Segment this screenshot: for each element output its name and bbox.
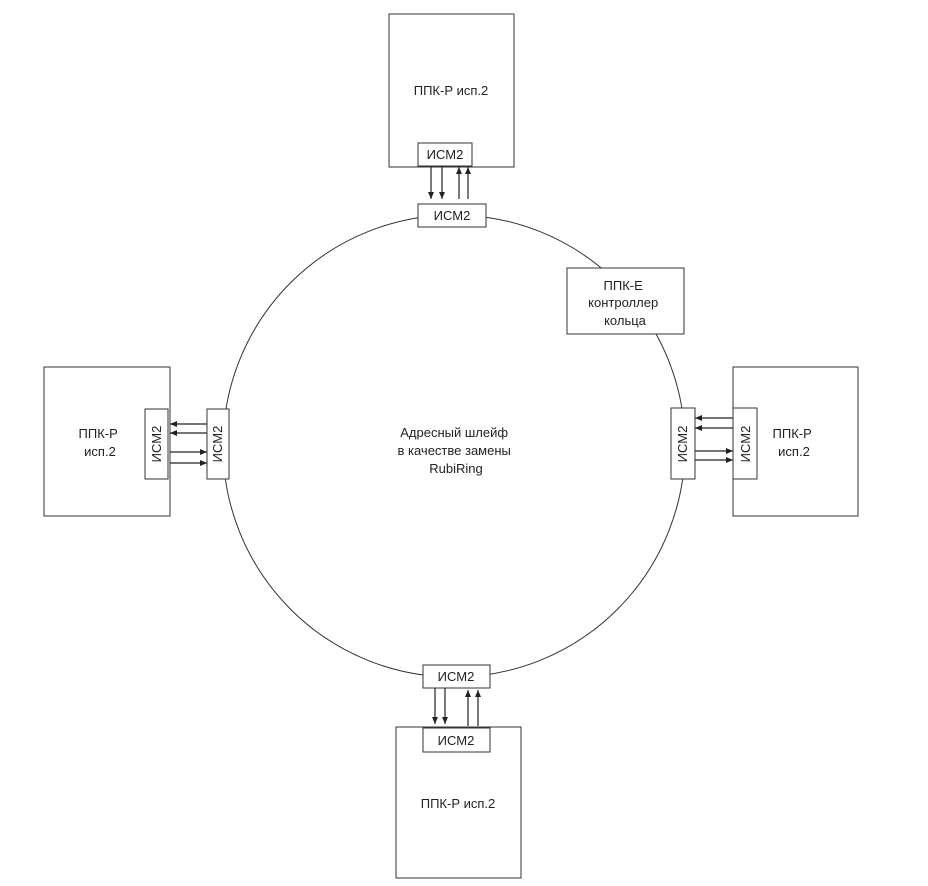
device-module-left	[144, 408, 169, 480]
label-line: ППК-Р исп.2	[414, 83, 489, 98]
label-line: ППК-Р	[79, 426, 118, 441]
device-module-label-bottom: ИСМ2	[438, 733, 475, 748]
device-module-label-right: ИСМ2	[738, 426, 753, 463]
ring-label: Адресный шлейф в качестве замены RubiRin…	[397, 425, 514, 476]
ring-module-bottom	[422, 664, 491, 689]
device-label-bottom: ППК-Р исп.2	[421, 796, 496, 811]
ring-module-label-bottom: ИСМ2	[438, 669, 475, 684]
ring-module-label-left: ИСМ2	[210, 426, 225, 463]
device-label-top: ППК-Р исп.2	[414, 83, 489, 98]
node-bottom: ИСМ2 ИСМ2 ППК-Р исп.2	[395, 664, 522, 879]
node-left: ППК-Р исп.2 ИСМ2 ИСМ2	[43, 366, 230, 517]
ring-module-left	[206, 408, 230, 480]
ring-controller: ППК-Е контроллер кольца	[566, 267, 685, 335]
device-box-top	[388, 13, 515, 168]
node-top: ППК-Р исп.2 ИСМ2 ИСМ2	[388, 13, 515, 228]
controller-label: ППК-Е контроллер кольца	[588, 278, 662, 328]
device-module-top	[417, 142, 473, 167]
ring-module-label-top: ИСМ2	[434, 208, 471, 223]
device-label-right: ППК-Р исп.2	[773, 426, 816, 459]
device-label-left: ППК-Р исп.2	[79, 426, 122, 459]
node-right: ППК-Р исп.2 ИСМ2 ИСМ2	[670, 366, 859, 517]
label-line: исп.2	[84, 444, 116, 459]
label-line: ППК-Р	[773, 426, 812, 441]
device-module-bottom	[422, 727, 491, 753]
ring-module-right	[670, 407, 696, 480]
device-module-label-left: ИСМ2	[149, 426, 164, 463]
device-module-label-top: ИСМ2	[427, 147, 464, 162]
label-line: исп.2	[778, 444, 810, 459]
controller-box	[566, 267, 685, 335]
label-line: кольца	[604, 313, 647, 328]
label-line: ППК-Р исп.2	[421, 796, 496, 811]
ring-module-top	[417, 203, 487, 228]
label-line: контроллер	[588, 295, 658, 310]
ring-label-line-2: в качестве замены	[397, 443, 510, 458]
device-module-right	[732, 407, 758, 480]
label-line: ППК-Е	[604, 278, 644, 293]
ring-label-line-1: Адресный шлейф	[400, 425, 508, 440]
ring-module-label-right: ИСМ2	[675, 426, 690, 463]
ring-label-line-3: RubiRing	[429, 461, 482, 476]
